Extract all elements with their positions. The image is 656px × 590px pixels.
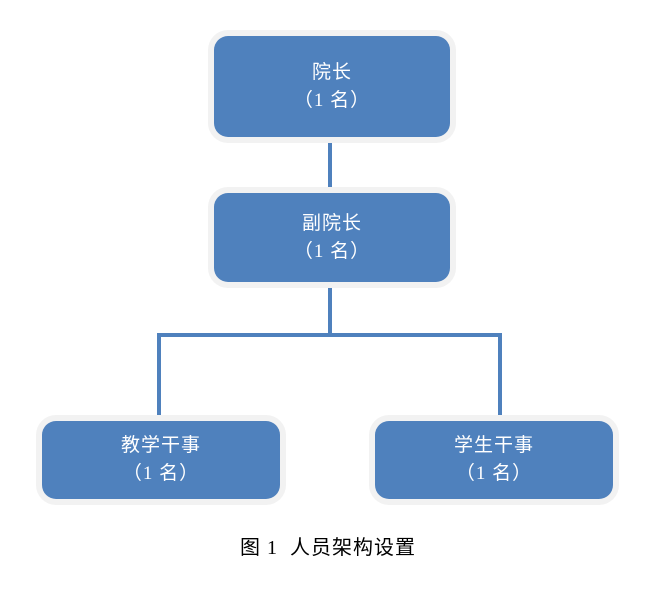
org-node-director[interactable]: 院长 （1 名）: [214, 36, 450, 137]
org-node-student-officer-title: 学生干事: [453, 435, 534, 457]
connector-bus-to-teaching-officer: [157, 333, 161, 425]
org-node-teaching-officer-count: （1 名）: [122, 463, 200, 484]
org-node-teaching-officer[interactable]: 教学干事 （1 名）: [42, 421, 280, 499]
org-node-student-officer-count: （1 名）: [455, 463, 533, 484]
org-node-teaching-officer-title: 教学干事: [120, 435, 201, 457]
connector-vice-director-to-bus: [328, 278, 332, 337]
figure-caption: 图 1 人员架构设置: [240, 537, 416, 559]
org-node-director-count: （1 名）: [293, 89, 371, 111]
org-node-vice-director[interactable]: 副院长 （1 名）: [214, 193, 450, 282]
connector-director-to-vice-director: [328, 133, 332, 197]
connector-horizontal-bus: [157, 333, 502, 337]
connector-bus-to-student-officer: [498, 333, 502, 425]
org-node-vice-director-title: 副院长: [301, 212, 362, 234]
org-node-student-officer[interactable]: 学生干事 （1 名）: [375, 421, 613, 499]
org-node-vice-director-count: （1 名）: [293, 240, 371, 262]
org-node-director-title: 院长: [311, 61, 352, 83]
